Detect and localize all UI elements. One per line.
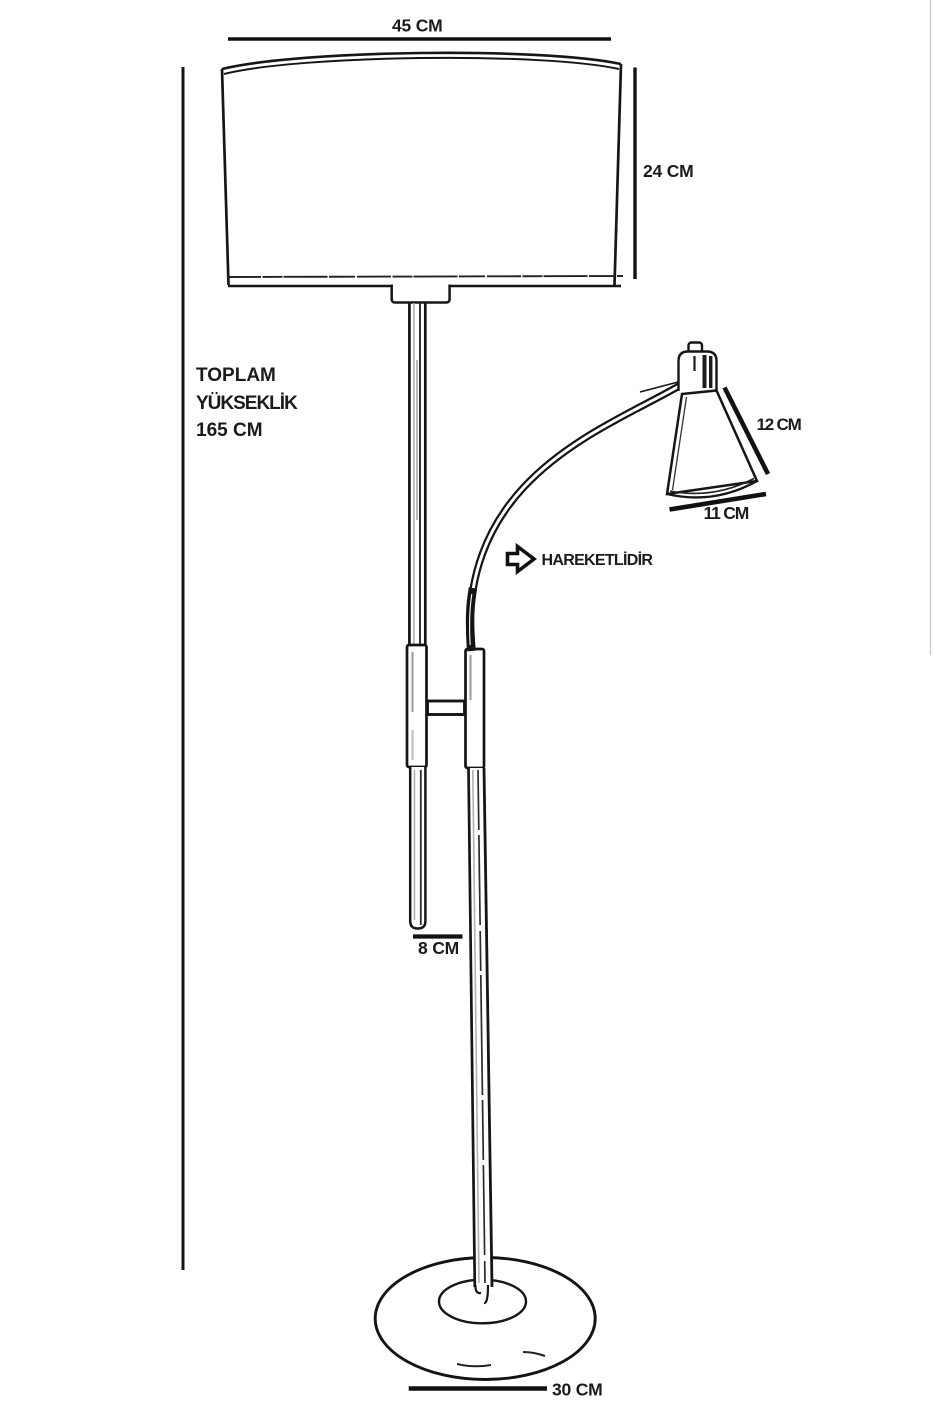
svg-text:11 CM: 11 CM (704, 503, 749, 523)
svg-text:30 CM: 30 CM (552, 1380, 603, 1400)
svg-text:TOPLAM: TOPLAM (196, 365, 276, 386)
svg-text:HAREKETLİDİR: HAREKETLİDİR (542, 551, 654, 569)
svg-text:8 CM: 8 CM (418, 938, 459, 958)
svg-text:12 CM: 12 CM (757, 415, 802, 434)
svg-text:YÜKSEKLİK: YÜKSEKLİK (196, 393, 298, 414)
svg-text:24 CM: 24 CM (643, 161, 694, 181)
svg-text:45 CM: 45 CM (392, 16, 443, 36)
svg-text:165 CM: 165 CM (196, 420, 263, 441)
